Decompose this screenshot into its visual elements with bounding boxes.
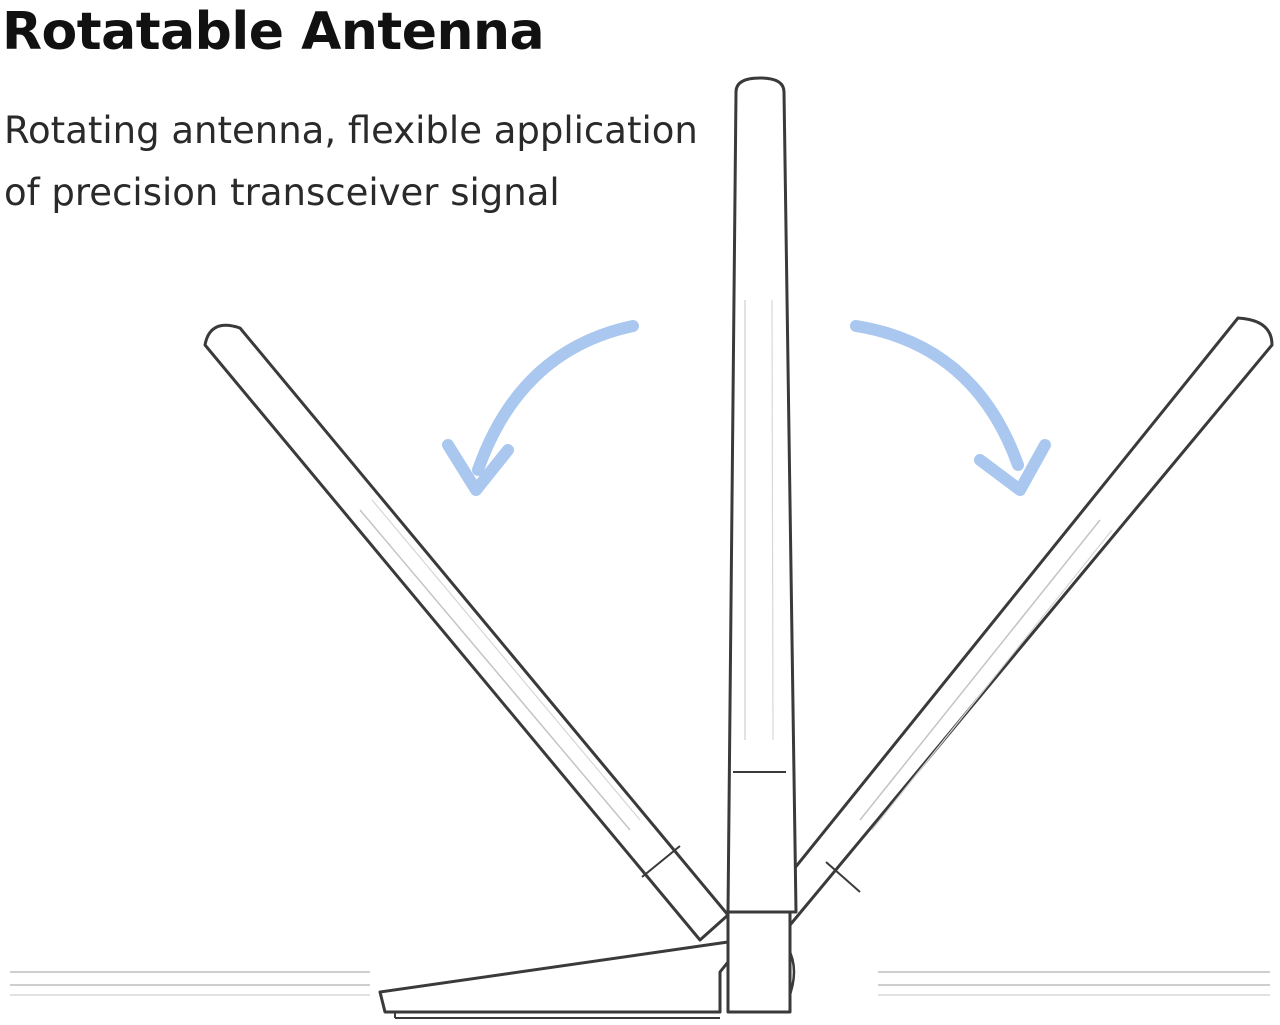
antenna-center — [726, 76, 798, 1014]
antenna-left — [203, 323, 730, 942]
ground-lines-left — [10, 971, 370, 996]
curved-arrow-down-right-icon — [850, 320, 1051, 496]
description-line-1: Rotating antenna, flexible application — [4, 109, 698, 152]
curved-arrow-down-left-icon — [442, 320, 639, 496]
description: Rotating antenna, flexible application o… — [4, 100, 744, 224]
antenna-right — [763, 316, 1274, 927]
description-line-2: of precision transceiver signal — [4, 171, 560, 214]
ground-lines-right — [878, 971, 1270, 996]
page-title: Rotatable Antenna — [2, 2, 545, 62]
